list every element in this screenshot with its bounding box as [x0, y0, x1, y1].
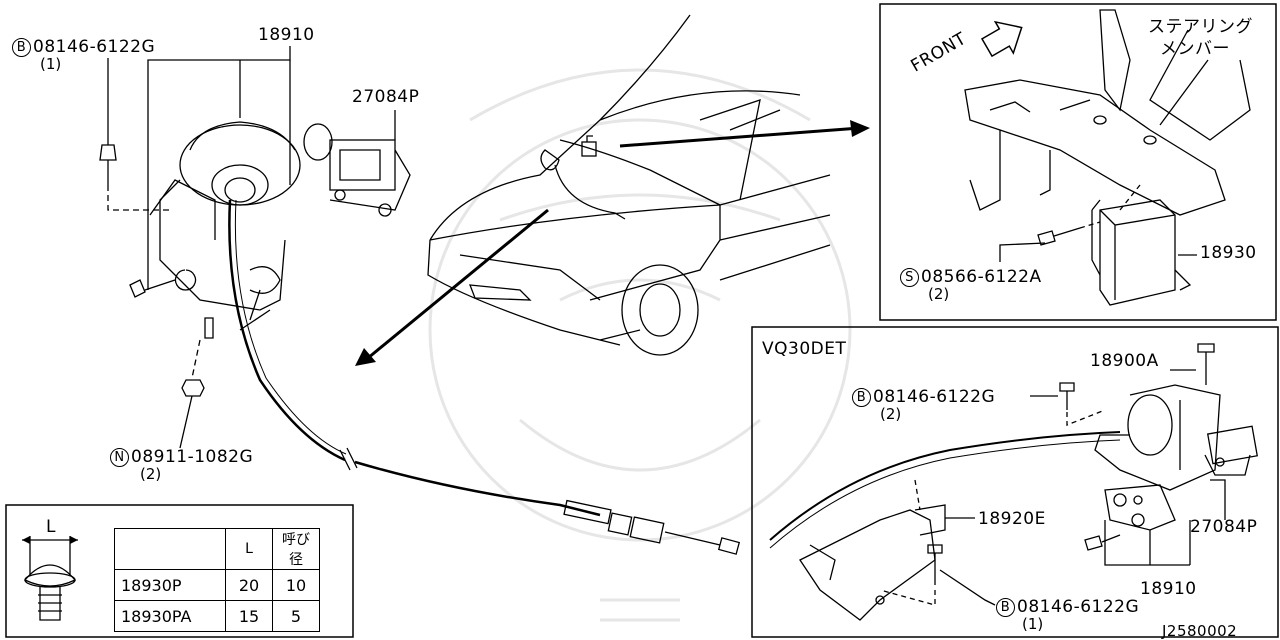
vq30det-assembly	[769, 343, 1259, 621]
b-symbol-icon: B	[996, 598, 1015, 617]
table-header-cell	[114, 528, 226, 570]
steering-member-label-line2: メンバー	[1160, 39, 1230, 59]
table-cell-diameter: 10	[272, 569, 320, 601]
vq30det-panel	[751, 326, 1279, 638]
bolt-label-18900a: 18900A	[1090, 351, 1159, 371]
part-number: 08146-6122G	[33, 37, 156, 57]
dimension-label-l: L	[46, 517, 56, 537]
front-direction-arrow	[980, 20, 1023, 58]
actuator-assembly-main	[99, 46, 741, 555]
b-symbol-icon: B	[852, 388, 871, 407]
assembly-label-main: 18910	[258, 25, 315, 45]
n-symbol-icon: N	[110, 448, 129, 467]
spec-table: L 呼び径 18930P 20 10 18930PA 15 5	[114, 528, 320, 632]
unit-label-18930: 18930	[1200, 243, 1257, 263]
b-symbol-icon: B	[12, 38, 31, 57]
table-cell-diameter: 5	[272, 600, 320, 632]
bolt-qty-vq: (2)	[880, 405, 902, 423]
screw-qty: (2)	[928, 285, 950, 303]
steering-member-bracket	[964, 9, 1251, 306]
table-row: 18930PA 15 5	[114, 600, 320, 632]
table-cell-length: 20	[225, 569, 273, 601]
engine-variant-label: VQ30DET	[762, 339, 847, 359]
bolt-qty-top: (1)	[40, 55, 62, 73]
actuator-label-vq: 27084P	[1190, 517, 1258, 537]
assembly-label-vq: 18910	[1140, 579, 1197, 599]
s-symbol-icon: S	[900, 268, 919, 287]
table-cell-part: 18930PA	[114, 600, 226, 632]
nut-qty: (2)	[140, 465, 162, 483]
spec-panel	[5, 504, 354, 638]
bolt-qty-bottom: (1)	[1022, 615, 1044, 633]
steering-member-label-line1: ステアリング	[1148, 17, 1253, 37]
bracket-label-18920e: 18920E	[978, 509, 1046, 529]
steering-member-panel	[879, 3, 1277, 321]
pointer-arrows	[367, 126, 861, 360]
table-row: 18930P 20 10	[114, 569, 320, 601]
table-header-cell: 呼び径	[272, 528, 320, 570]
part-number: 08911-1082G	[131, 447, 254, 467]
part-number: 08146-6122G	[1017, 597, 1140, 617]
table-header-cell: L	[225, 528, 273, 570]
part-number: 08146-6122G	[873, 387, 996, 407]
actuator-label-main: 27084P	[352, 87, 420, 107]
vehicle-outline	[427, 14, 831, 356]
watermark-emblem	[428, 68, 852, 622]
part-number: 08566-6122A	[921, 267, 1042, 287]
table-cell-length: 15	[225, 600, 273, 632]
table-cell-part: 18930P	[114, 569, 226, 601]
clip-illustration	[22, 536, 78, 621]
diagram-code: J2580002	[1162, 622, 1238, 640]
table-header-row: L 呼び径	[114, 528, 320, 570]
